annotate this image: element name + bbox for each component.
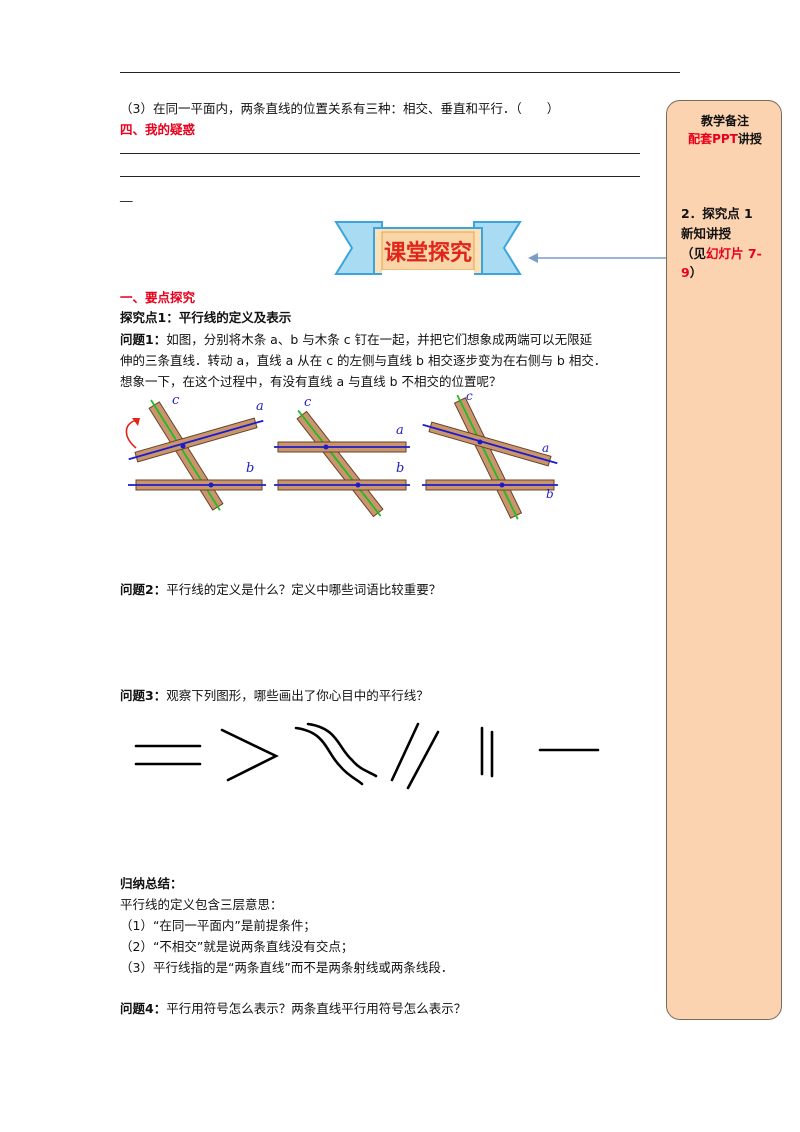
question-1-label: 问题1：: [120, 332, 167, 347]
sidebar-note-line-2: 新知讲授: [681, 226, 732, 241]
top-statement: （3）在同一平面内，两条直线的位置关系有三种：相交、垂直和平行．（ ）: [120, 101, 560, 116]
sidebar-title: 教学备注: [700, 114, 749, 128]
sidebar-close-paren: ）: [689, 265, 703, 280]
section-key-points: 一、要点探究: [120, 290, 196, 305]
question-1-line-1: 问题1：如图，分别将木条 a、b 与木条 c 钉在一起，并把它们想象成两端可以无…: [120, 331, 592, 349]
question-3-label: 问题3：: [120, 688, 167, 703]
pointer-arrow: [528, 253, 668, 263]
summary-point-2: （2）“不相交”就是说两条直线没有交点；: [120, 939, 354, 954]
summary-point-1: （1）“在同一平面内”是前提条件；: [120, 918, 316, 933]
answer-line-2: [120, 176, 640, 177]
banner-text: 课堂探究: [384, 240, 472, 266]
shape-curves: [294, 722, 378, 786]
top-rule: [120, 72, 680, 73]
label-b-2: b: [396, 461, 404, 476]
sidebar-lecture-label: 讲授: [737, 132, 762, 146]
answer-line-1: [120, 153, 640, 154]
diagram-3: c a b: [422, 392, 558, 520]
question-4-text: 平行用符号怎么表示？两条直线平行用符号怎么表示？: [166, 1001, 467, 1016]
sidebar-slides-ref: 幻灯片 7-: [706, 246, 762, 261]
label-c-3: c: [466, 392, 473, 403]
label-a-2: a: [396, 423, 404, 438]
answer-line-trailer: __: [120, 187, 133, 202]
label-b-3: b: [546, 487, 554, 501]
question-1-line-3: 想象一下，在这个过程中，有没有直线 a 与直线 b 不相交的位置呢？: [120, 374, 502, 389]
question-2-text: 平行线的定义是什么？定义中哪些词语比较重要？: [166, 582, 442, 597]
shape-angle: [220, 728, 279, 782]
question-2: 问题2：平行线的定义是什么？定义中哪些词语比较重要？: [120, 581, 441, 599]
diagram-1: c a b: [125, 393, 266, 511]
question-1-line-2: 伸的三条直线．转动 a，直线 a 从在 c 的左侧与直线 b 相交逐步变为在右侧…: [120, 353, 607, 368]
question-1-text: 如图，分别将木条 a、b 与木条 c 钉在一起，并把它们想象成两端可以无限延: [166, 332, 593, 347]
summary-point-3: （3）平行线指的是“两条直线”而不是两条射线或两条线段．: [120, 960, 454, 975]
shape-slanted-lines: [390, 722, 440, 790]
label-b-1: b: [246, 461, 254, 476]
teaching-notes-sidebar: 教学备注 配套PPT讲授 2．探究点 1 新知讲授 （见幻灯片 7- 9）: [666, 100, 782, 1020]
shape-equal-lines: [134, 744, 202, 766]
question-3: 问题3：观察下列图形，哪些画出了你心目中的平行线？: [120, 687, 429, 705]
summary-title: 归纳总结：: [120, 876, 183, 891]
sidebar-note-line-3: （见幻灯片 7-: [681, 245, 762, 263]
section-doubts-heading: 四、我的疑惑: [120, 122, 196, 137]
sidebar-note-line-4: 9）: [681, 264, 702, 282]
sidebar-note-line-1: 2．探究点 1: [681, 206, 753, 221]
question-4: 问题4：平行用符号怎么表示？两条直线平行用符号怎么表示？: [120, 1000, 466, 1018]
question-2-label: 问题2：: [120, 582, 167, 597]
label-c-1: c: [172, 393, 180, 408]
summary-intro: 平行线的定义包含三层意思：: [120, 897, 283, 912]
sidebar-ppt-label: 配套PPT: [688, 132, 738, 146]
question-4-label: 问题4：: [120, 1001, 167, 1016]
diagram-2: c a b: [274, 395, 410, 518]
label-a-3: a: [542, 441, 549, 455]
shape-vertical-lines: [480, 726, 494, 778]
label-c-2: c: [304, 395, 312, 410]
sidebar-slides-end: 9: [681, 265, 690, 280]
ketang-tanjiu-banner: 课堂探究: [334, 221, 522, 280]
line-shapes-figure: [134, 722, 600, 790]
question-3-text: 观察下列图形，哪些画出了你心目中的平行线？: [166, 688, 429, 703]
label-a-1: a: [256, 399, 264, 414]
explore-point-1-heading: 探究点1：平行线的定义及表示: [120, 310, 292, 325]
wood-sticks-figure: c a b c a b c a b: [125, 392, 558, 520]
sidebar-subtitle: 配套PPT讲授: [667, 130, 783, 147]
sidebar-note-paren: （见: [681, 246, 707, 261]
